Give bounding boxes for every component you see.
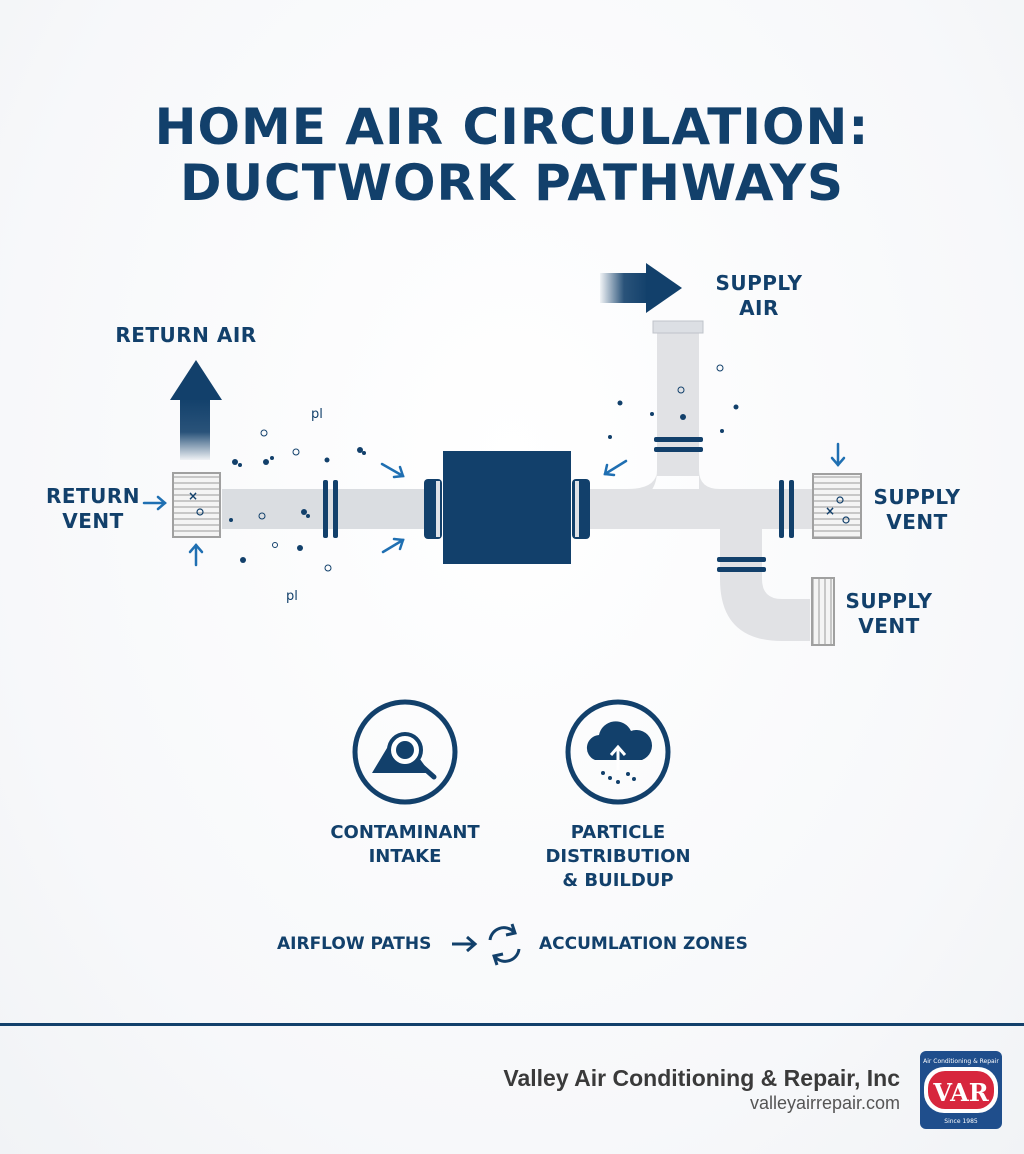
return-air-label: RETURN AIR bbox=[115, 323, 257, 347]
return-duct bbox=[222, 480, 432, 538]
arrow-lower-left-icon bbox=[381, 537, 405, 554]
supply-duct bbox=[590, 320, 815, 641]
supply-air-arrow-icon bbox=[600, 263, 682, 313]
arrow-into-return-vent-icon bbox=[142, 495, 167, 511]
svg-text:Air Conditioning & Repair: Air Conditioning & Repair bbox=[923, 1058, 999, 1065]
flow-arrows bbox=[142, 442, 846, 567]
supply-vent-right-grille: × bbox=[812, 473, 862, 539]
return-vent-grille: × bbox=[172, 472, 221, 538]
particles: pl pl bbox=[229, 364, 739, 604]
legend-airflow-paths: AIRFLOW PATHS bbox=[277, 934, 432, 954]
company-info: Valley Air Conditioning & Repair, Inc va… bbox=[503, 1064, 900, 1114]
svg-text:Since 1985: Since 1985 bbox=[944, 1118, 978, 1125]
arrow-into-unit-right-icon bbox=[603, 459, 628, 477]
return-air-arrow-icon bbox=[170, 360, 222, 460]
ductwork-diagram: × bbox=[142, 263, 862, 966]
supply-vent-lower-grille bbox=[811, 577, 835, 646]
company-url[interactable]: valleyairrepair.com bbox=[749, 1093, 900, 1113]
air-handler-unit bbox=[424, 451, 590, 564]
arrow-down-supply-icon bbox=[830, 442, 846, 467]
svg-text:×: × bbox=[825, 504, 835, 518]
title-line-2: DUCTWORK PATHWAYS bbox=[179, 154, 845, 212]
company-logo: VAR Air Conditioning & Repair Since 1985 bbox=[920, 1051, 1002, 1129]
legend-accumulation-zones: ACCUMLATION ZONES bbox=[539, 934, 748, 954]
arrow-upper-left-icon bbox=[380, 462, 405, 479]
svg-text:pl: pl bbox=[311, 407, 323, 422]
company-name: Valley Air Conditioning & Repair, Inc bbox=[503, 1065, 900, 1091]
particle-distribution-icon bbox=[565, 699, 671, 805]
title-line-1: HOME AIR CIRCULATION: bbox=[154, 98, 870, 156]
svg-text:×: × bbox=[188, 489, 198, 503]
svg-text:VAR: VAR bbox=[932, 1078, 989, 1107]
refresh-cycle-icon bbox=[488, 923, 521, 966]
footer-divider bbox=[0, 1023, 1024, 1026]
svg-text:pl: pl bbox=[286, 589, 298, 604]
arrow-up-return-icon bbox=[188, 543, 204, 567]
contaminant-intake-icon bbox=[352, 699, 458, 805]
right-arrow-icon bbox=[452, 935, 478, 953]
